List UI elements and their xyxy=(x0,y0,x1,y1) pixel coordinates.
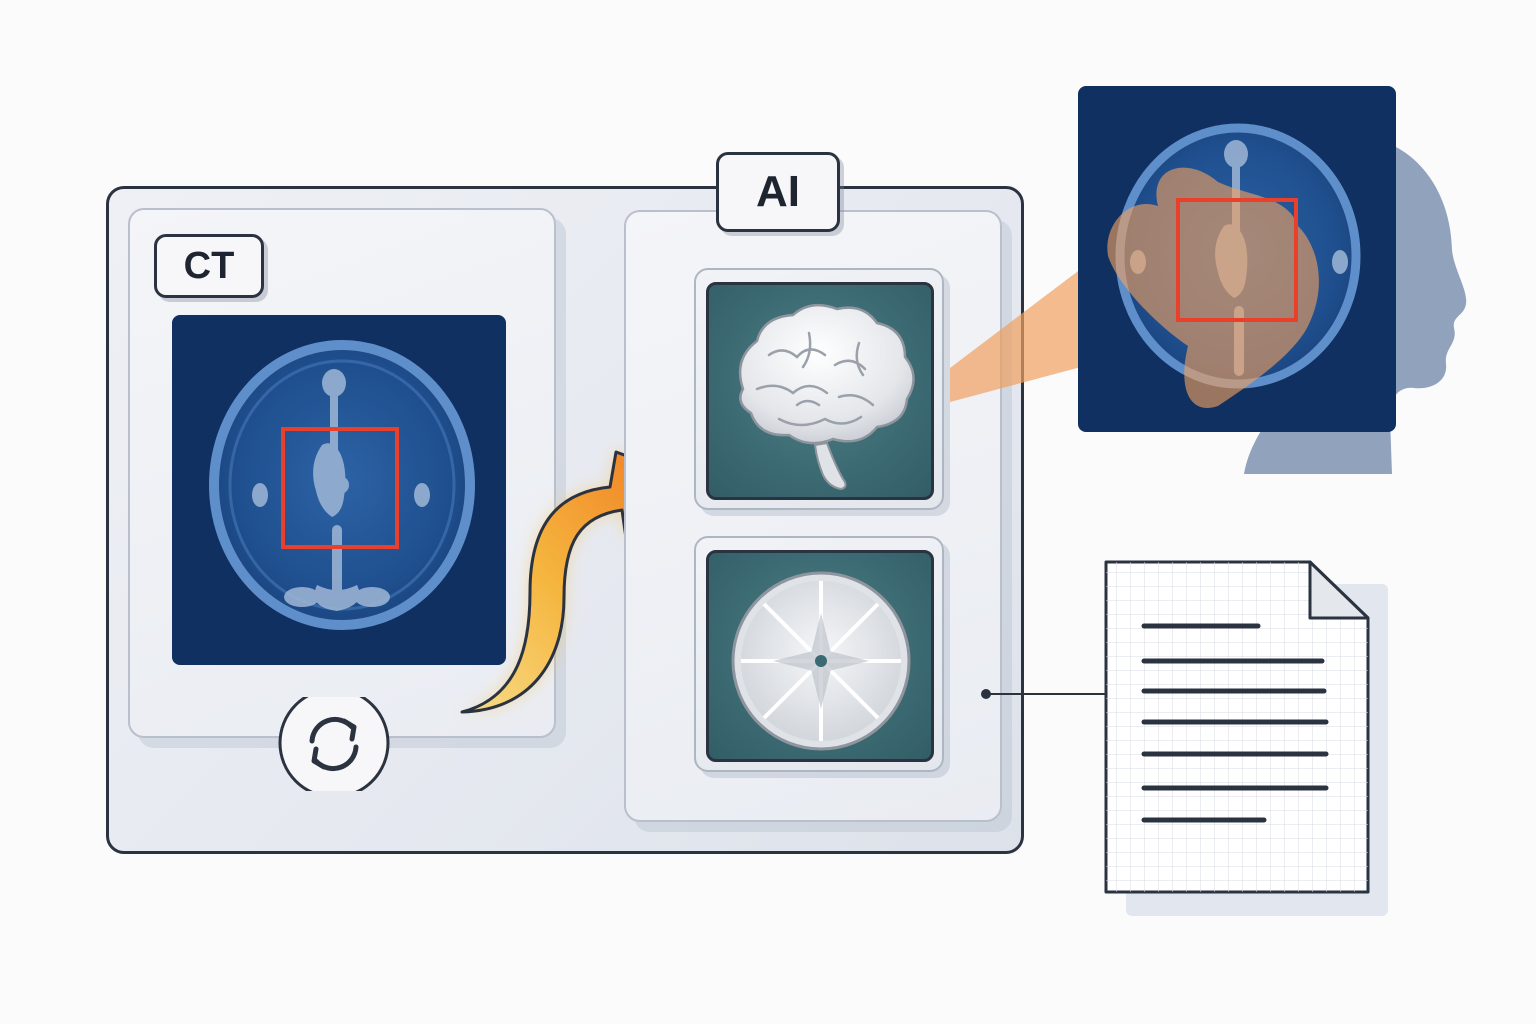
refresh-icon xyxy=(309,716,359,772)
connector-dot xyxy=(981,689,991,699)
ai-label: AI xyxy=(716,152,840,232)
ct-scan-image[interactable] xyxy=(172,315,506,665)
report-document-icon xyxy=(1104,560,1370,894)
connector-line xyxy=(986,693,1108,695)
brain-analysis-tile[interactable] xyxy=(694,268,944,510)
zoomed-scan-image[interactable] xyxy=(1078,86,1396,432)
report-document[interactable] xyxy=(1102,558,1372,896)
ct-label: CT xyxy=(154,234,264,298)
refresh-button[interactable] xyxy=(276,697,394,791)
overlay-region xyxy=(1107,167,1319,408)
region-highlight-box xyxy=(281,427,399,549)
brain-icon xyxy=(738,303,915,491)
zoomed-highlight-box xyxy=(1176,198,1298,322)
segmentation-tile[interactable] xyxy=(694,536,944,772)
segmentation-wheel-icon xyxy=(731,571,911,751)
